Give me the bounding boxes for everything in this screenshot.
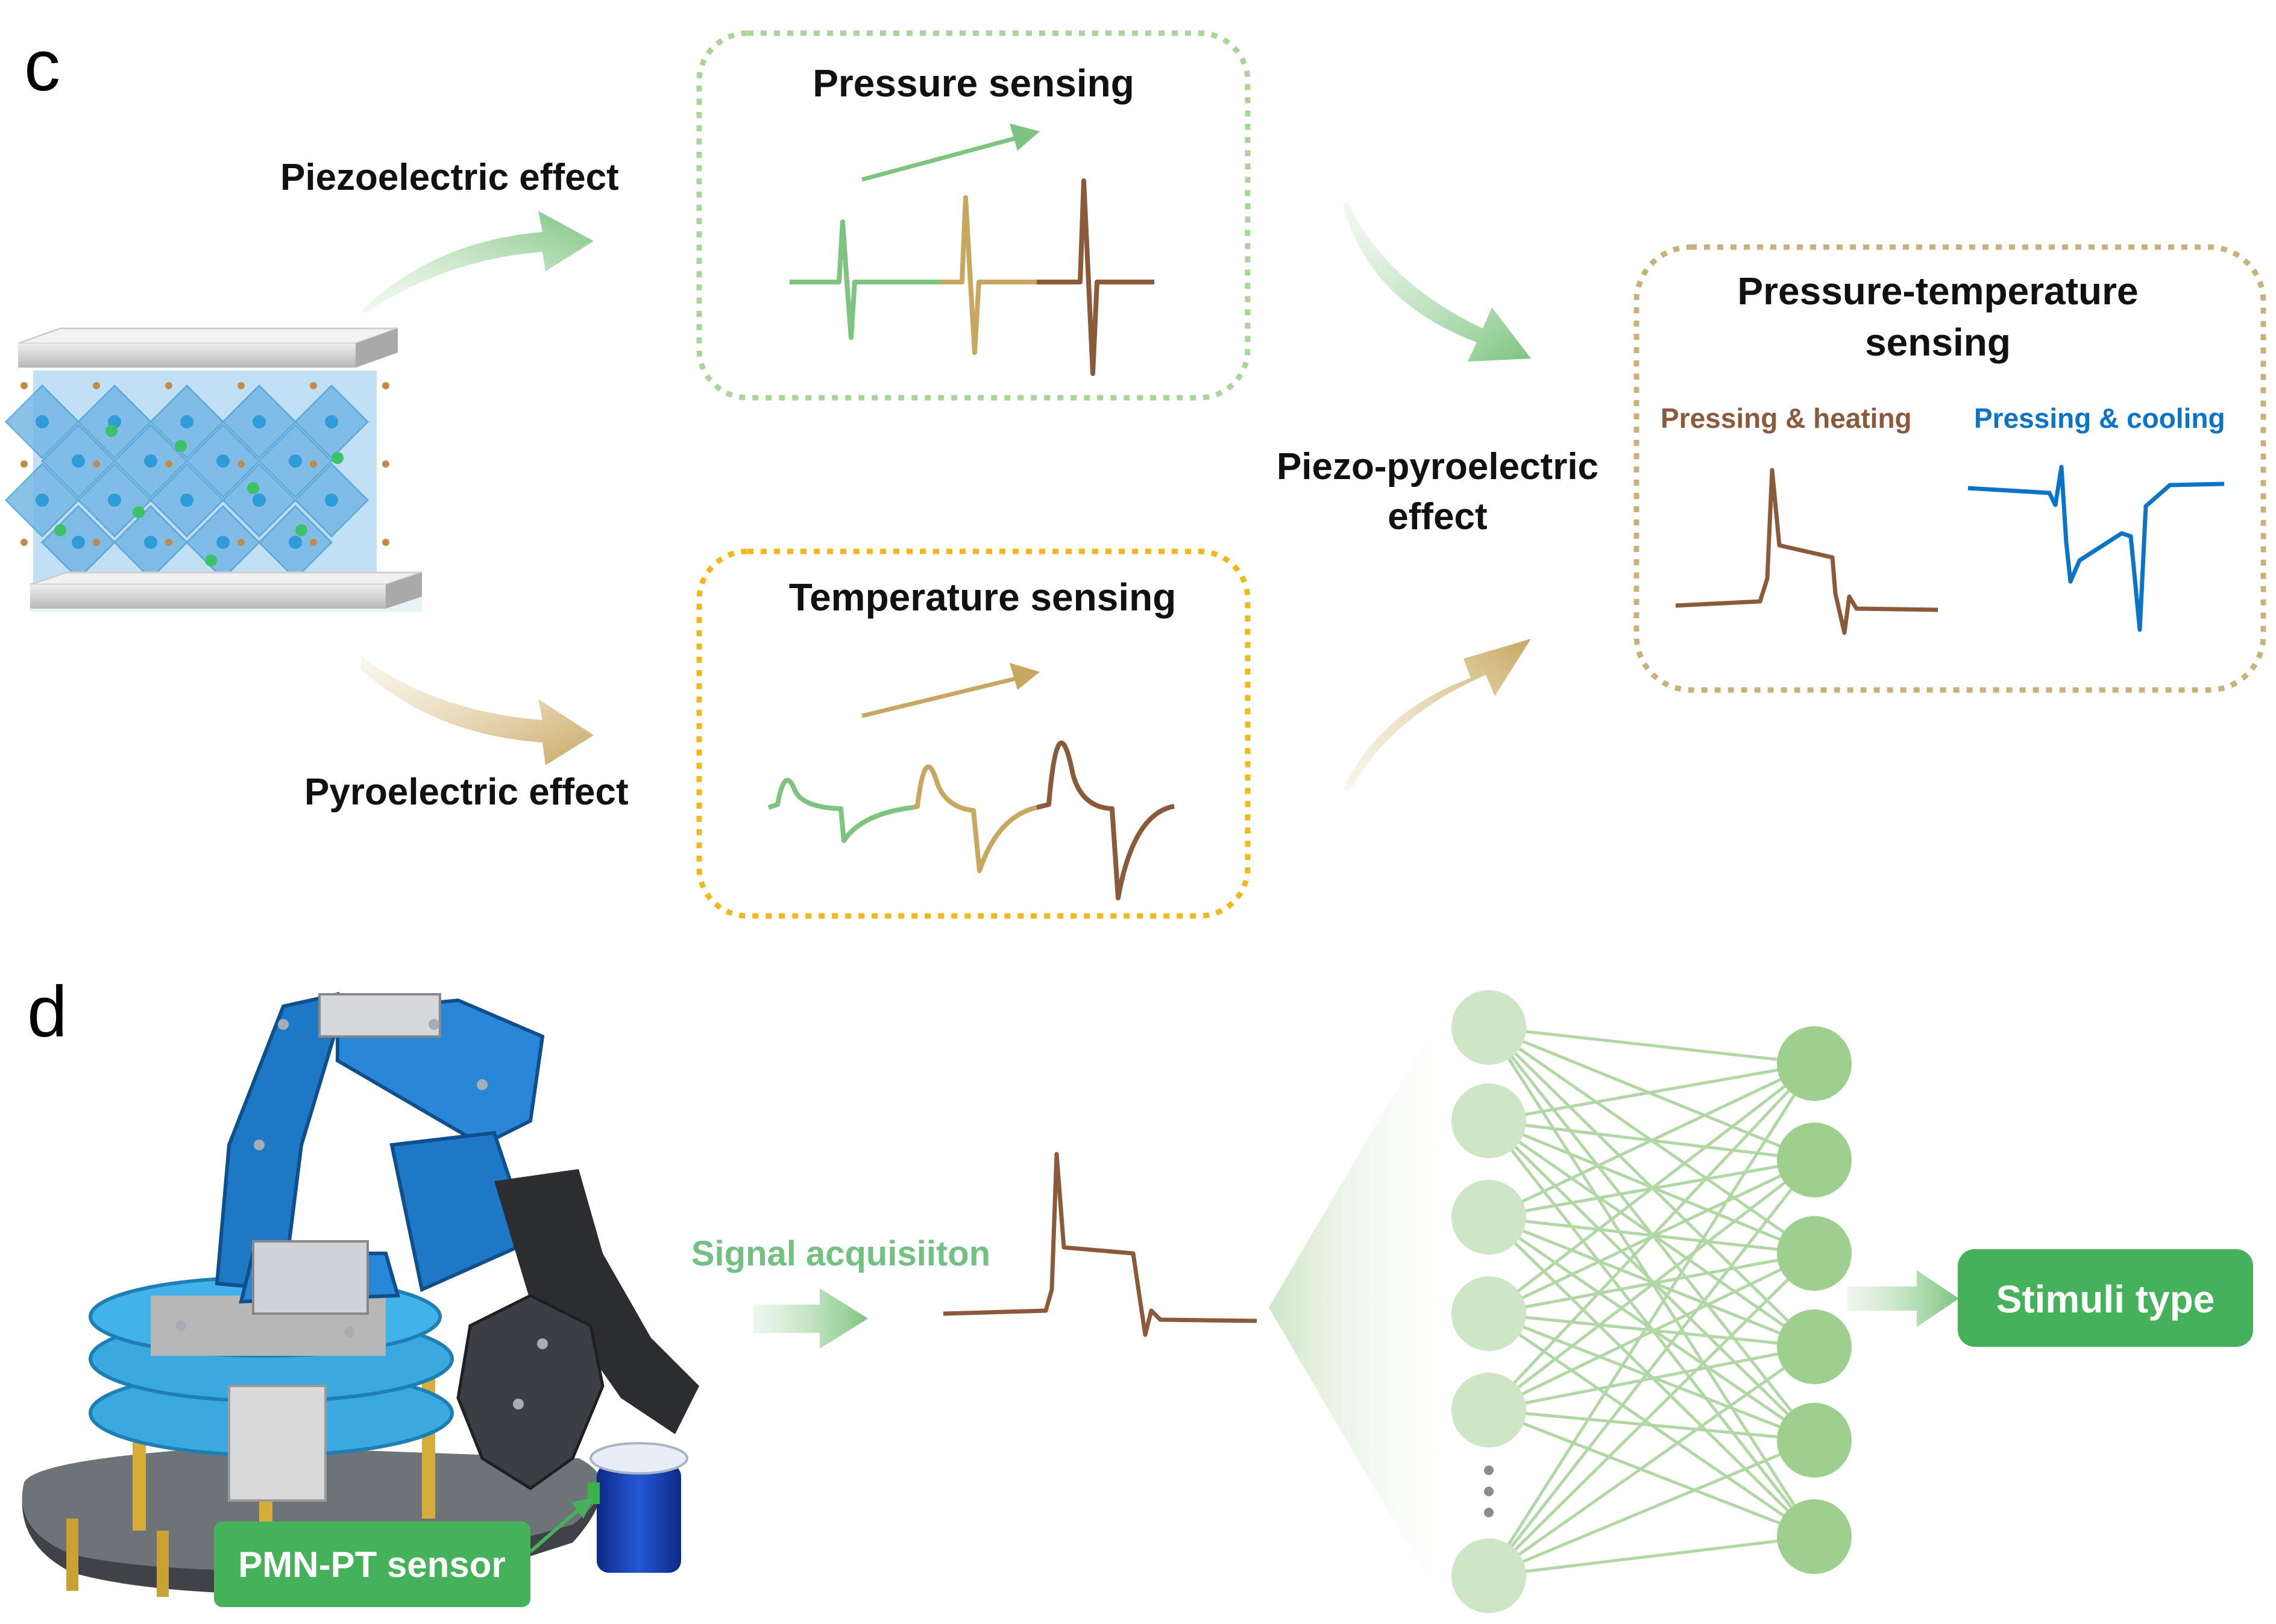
input-fan bbox=[1269, 994, 1453, 1621]
piezo-pyro-label-line1: Piezo-pyroelectric bbox=[1277, 446, 1599, 488]
pressure-trace-low bbox=[790, 219, 940, 340]
temperature-trace-low bbox=[767, 777, 914, 843]
pyro-arrow bbox=[360, 657, 594, 765]
heating-signal-trace bbox=[1675, 468, 1938, 635]
network-connections bbox=[1487, 1026, 1816, 1578]
input-node bbox=[1451, 990, 1526, 1065]
temperature-trend-arrow bbox=[861, 663, 1040, 718]
input-node bbox=[1451, 1083, 1526, 1158]
pressure-sensing-title: Pressure sensing bbox=[813, 61, 1134, 105]
pressure-sensing-box bbox=[696, 30, 1251, 401]
temperature-signal-traces bbox=[767, 741, 1175, 900]
sensor-pointer-arrow bbox=[529, 1497, 594, 1553]
pressing-heating-label: Pressing & heating bbox=[1661, 403, 1912, 434]
piezo-merge-arrow bbox=[1343, 202, 1531, 362]
input-layer bbox=[1451, 990, 1526, 1613]
acquired-signal-trace bbox=[943, 1152, 1257, 1337]
hidden-node bbox=[1777, 1309, 1852, 1384]
panel-label-d: d bbox=[27, 971, 68, 1052]
hidden-node bbox=[1777, 1123, 1852, 1197]
temperature-sensing-box bbox=[696, 548, 1251, 919]
signal-acquisition-label: Signal acquisiiton bbox=[691, 1234, 990, 1273]
hidden-node bbox=[1777, 1499, 1852, 1574]
piezo-pyro-label-line2: effect bbox=[1388, 496, 1487, 538]
pressure-trace-mid bbox=[940, 195, 1037, 355]
temperature-trace-mid bbox=[912, 764, 1037, 873]
pyro-effect-label: Pyroelectric effect bbox=[304, 771, 629, 813]
pyro-merge-arrow bbox=[1343, 639, 1531, 792]
robotic-arm-illustration bbox=[22, 992, 699, 1597]
crystal-illustration bbox=[4, 327, 423, 612]
pressing-cooling-label: Pressing & cooling bbox=[1974, 403, 2225, 434]
temperature-trace-high bbox=[1036, 741, 1175, 900]
hidden-node bbox=[1777, 1403, 1852, 1478]
hidden-node bbox=[1777, 1026, 1852, 1101]
stimuli-type-box bbox=[1958, 1249, 2253, 1347]
combined-box-title-line2: sensing bbox=[1865, 321, 2011, 364]
sensor-label: PMN-PT sensor bbox=[238, 1544, 505, 1585]
combined-sensing-box bbox=[1633, 244, 2266, 693]
hidden-node bbox=[1777, 1216, 1852, 1291]
cooling-signal-trace bbox=[1967, 465, 2225, 632]
output-arrow bbox=[1847, 1270, 1959, 1327]
pressure-trend-arrow bbox=[861, 124, 1040, 182]
hidden-layer bbox=[1777, 1026, 1852, 1574]
temperature-sensing-title: Temperature sensing bbox=[789, 575, 1177, 619]
pressure-signal-traces bbox=[790, 178, 1154, 376]
ellipsis-dots bbox=[1484, 1466, 1494, 1517]
piezo-arrow bbox=[362, 211, 594, 313]
panel-label-c: c bbox=[24, 25, 60, 106]
input-node bbox=[1451, 1538, 1526, 1613]
piezo-effect-label: Piezoelectric effect bbox=[280, 157, 619, 198]
input-node bbox=[1451, 1373, 1526, 1447]
input-node bbox=[1451, 1276, 1526, 1351]
input-node bbox=[1451, 1180, 1526, 1255]
sensor-label-box bbox=[214, 1522, 530, 1607]
pressure-trace-high bbox=[1037, 178, 1154, 376]
combined-box-title-line1: Pressure-temperature bbox=[1737, 269, 2138, 313]
stimuli-type-label: Stimuli type bbox=[1996, 1278, 2215, 1321]
signal-arrow bbox=[753, 1288, 868, 1349]
